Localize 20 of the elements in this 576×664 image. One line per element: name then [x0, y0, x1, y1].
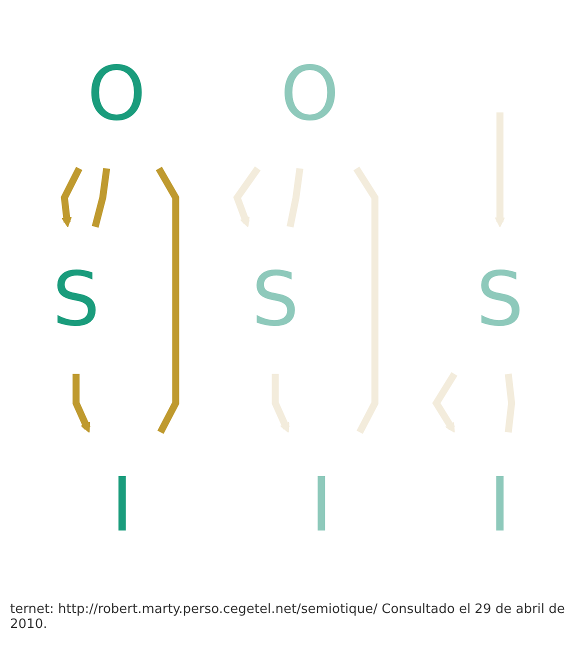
letter-label: S: [52, 256, 100, 346]
letter-label: I: [111, 461, 134, 551]
letter-label: O: [87, 50, 146, 140]
letter-label: O: [280, 50, 340, 140]
connector-line: [353, 166, 378, 434]
arrow: [272, 374, 290, 432]
connector-line: [504, 373, 516, 432]
letter-label: I: [310, 461, 332, 551]
arrow: [72, 374, 90, 432]
arrow: [432, 372, 458, 432]
source-note: ternet: http://robert.marty.perso.cegetel.net/semiotique/ Consultado el 29 de abril de 2010.: [10, 602, 566, 632]
arrow: [233, 166, 261, 227]
connector-line: [92, 168, 110, 228]
letter-label: S: [476, 256, 524, 346]
arrow: [60, 166, 82, 227]
connector-line: [156, 166, 180, 434]
connector-line: [286, 168, 304, 228]
arrow: [494, 112, 506, 227]
letter-label: I: [488, 461, 511, 551]
letter-label: S: [252, 256, 299, 346]
